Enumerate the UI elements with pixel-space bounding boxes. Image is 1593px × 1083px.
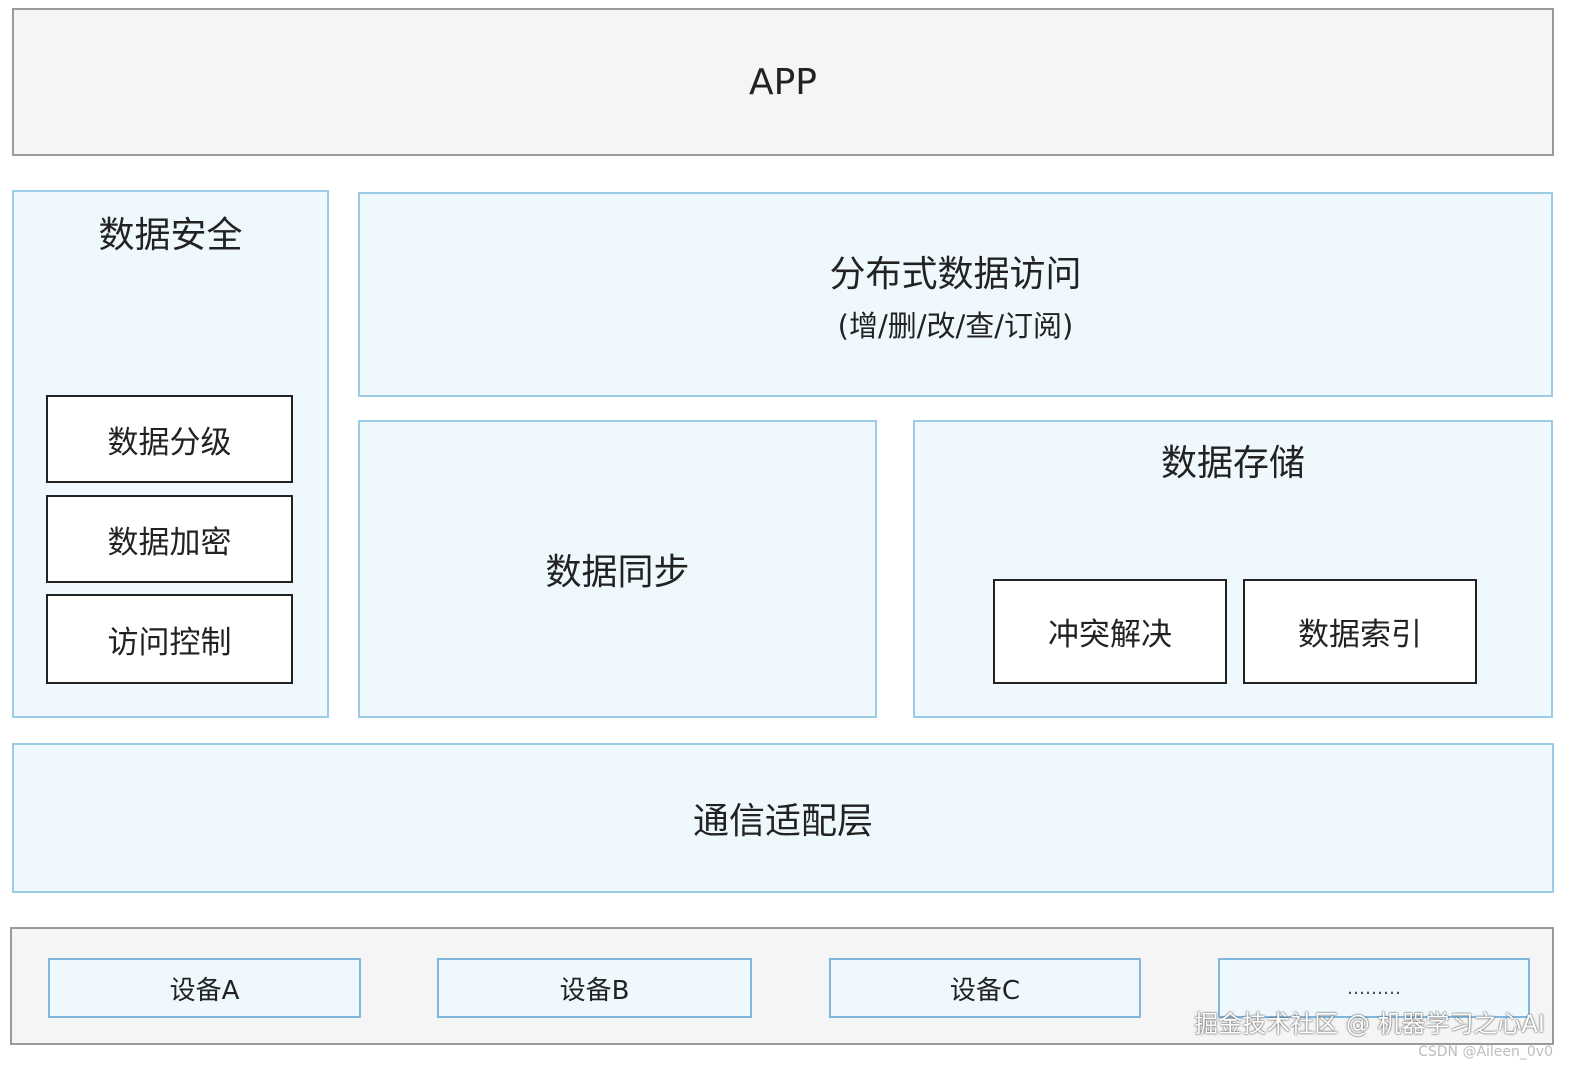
- data-encryption-box: 数据加密: [46, 495, 293, 583]
- device-c-box: 设备C: [829, 958, 1141, 1018]
- distributed-access-panel: 分布式数据访问 (增/删/改/查/订阅): [358, 192, 1553, 397]
- data-security-title: 数据安全: [98, 215, 243, 256]
- device-more-label: ………: [1347, 977, 1401, 999]
- credit-text: CSDN @Aileen_0v0: [1418, 1044, 1553, 1060]
- device-a-label: 设备A: [169, 975, 240, 1006]
- data-classification-label: 数据分级: [107, 424, 232, 461]
- device-more-box: ………: [1218, 958, 1530, 1018]
- data-index-box: 数据索引: [1243, 579, 1477, 684]
- data-classification-box: 数据分级: [46, 395, 293, 483]
- access-control-label: 访问控制: [107, 624, 232, 661]
- distributed-access-subtitle: (增/删/改/查/订阅): [837, 308, 1074, 343]
- data-encryption-label: 数据加密: [107, 524, 232, 561]
- app-label: APP: [748, 61, 818, 103]
- app-layer: APP: [12, 8, 1554, 156]
- device-a-box: 设备A: [48, 958, 361, 1018]
- access-control-box: 访问控制: [46, 594, 293, 684]
- watermark-text: 掘金技术社区 @ 机器学习之心AI: [1194, 1010, 1545, 1038]
- data-sync-label: 数据同步: [545, 552, 690, 593]
- communication-layer: 通信适配层: [12, 743, 1554, 893]
- communication-label: 通信适配层: [692, 801, 873, 842]
- device-b-box: 设备B: [437, 958, 752, 1018]
- distributed-access-title: 分布式数据访问: [829, 253, 1082, 295]
- device-c-label: 设备C: [949, 975, 1021, 1006]
- conflict-resolution-box: 冲突解决: [993, 579, 1227, 684]
- data-index-label: 数据索引: [1298, 617, 1422, 653]
- device-b-label: 设备B: [559, 975, 630, 1006]
- conflict-resolution-label: 冲突解决: [1048, 617, 1172, 653]
- data-storage-title: 数据存储: [1160, 443, 1305, 484]
- data-sync-panel: 数据同步: [358, 420, 877, 718]
